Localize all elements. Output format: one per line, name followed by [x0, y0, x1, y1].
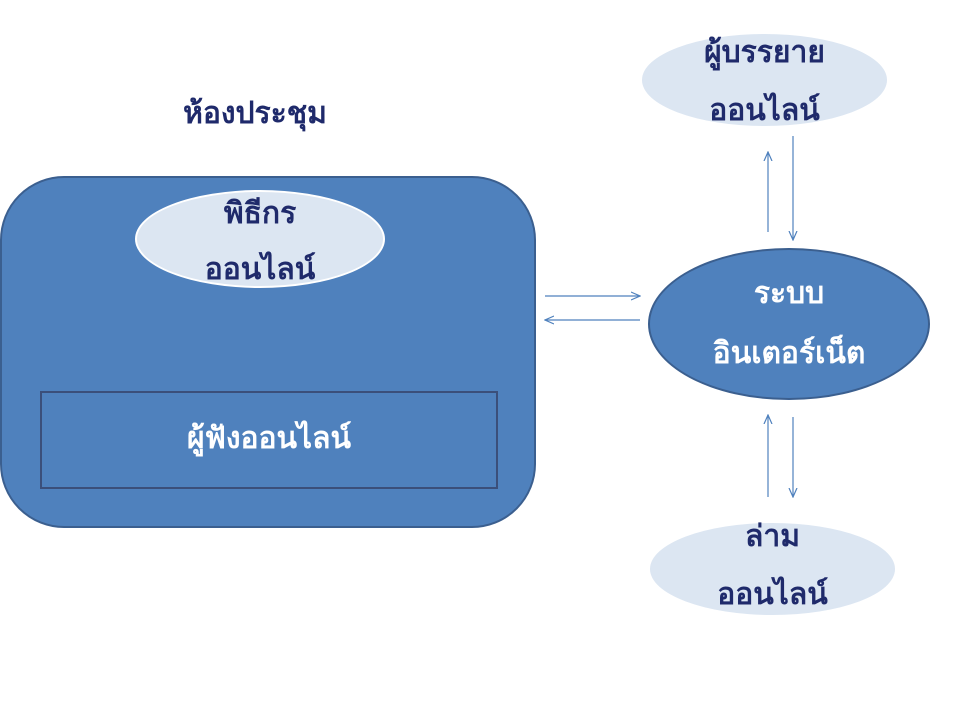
host-label-line1: พิธีกร	[223, 196, 297, 231]
speaker-label-line1: ผู้บรรยาย	[704, 35, 825, 70]
internet-system-label: ระบบ อินเตอร์เน็ต	[648, 264, 930, 384]
host-label-line2: ออนไลน์	[204, 252, 316, 287]
audience-label: ผู้ฟังออนไลน์	[187, 421, 351, 456]
speaker-label: ผู้บรรยาย ออนไลน์	[642, 24, 887, 140]
interpreter-ellipse	[650, 523, 895, 615]
interpreter-label-line2: ออนไลน์	[717, 577, 828, 612]
internet-label-line2: อินเตอร์เน็ต	[712, 336, 866, 371]
audience-box	[40, 391, 498, 489]
interpreter-label: ล่าม ออนไลน์	[650, 508, 895, 624]
internet-label-line1: ระบบ	[753, 276, 825, 311]
speaker-label-line2: ออนไลน์	[709, 93, 820, 128]
host-ellipse	[135, 190, 385, 288]
speaker-ellipse	[642, 34, 887, 126]
interpreter-label-line1: ล่าม	[744, 519, 800, 554]
meeting-room-title: ห้องประชุม	[183, 96, 327, 131]
host-label: พิธีกร ออนไลน์	[135, 186, 385, 298]
internet-system-ellipse	[648, 248, 930, 400]
